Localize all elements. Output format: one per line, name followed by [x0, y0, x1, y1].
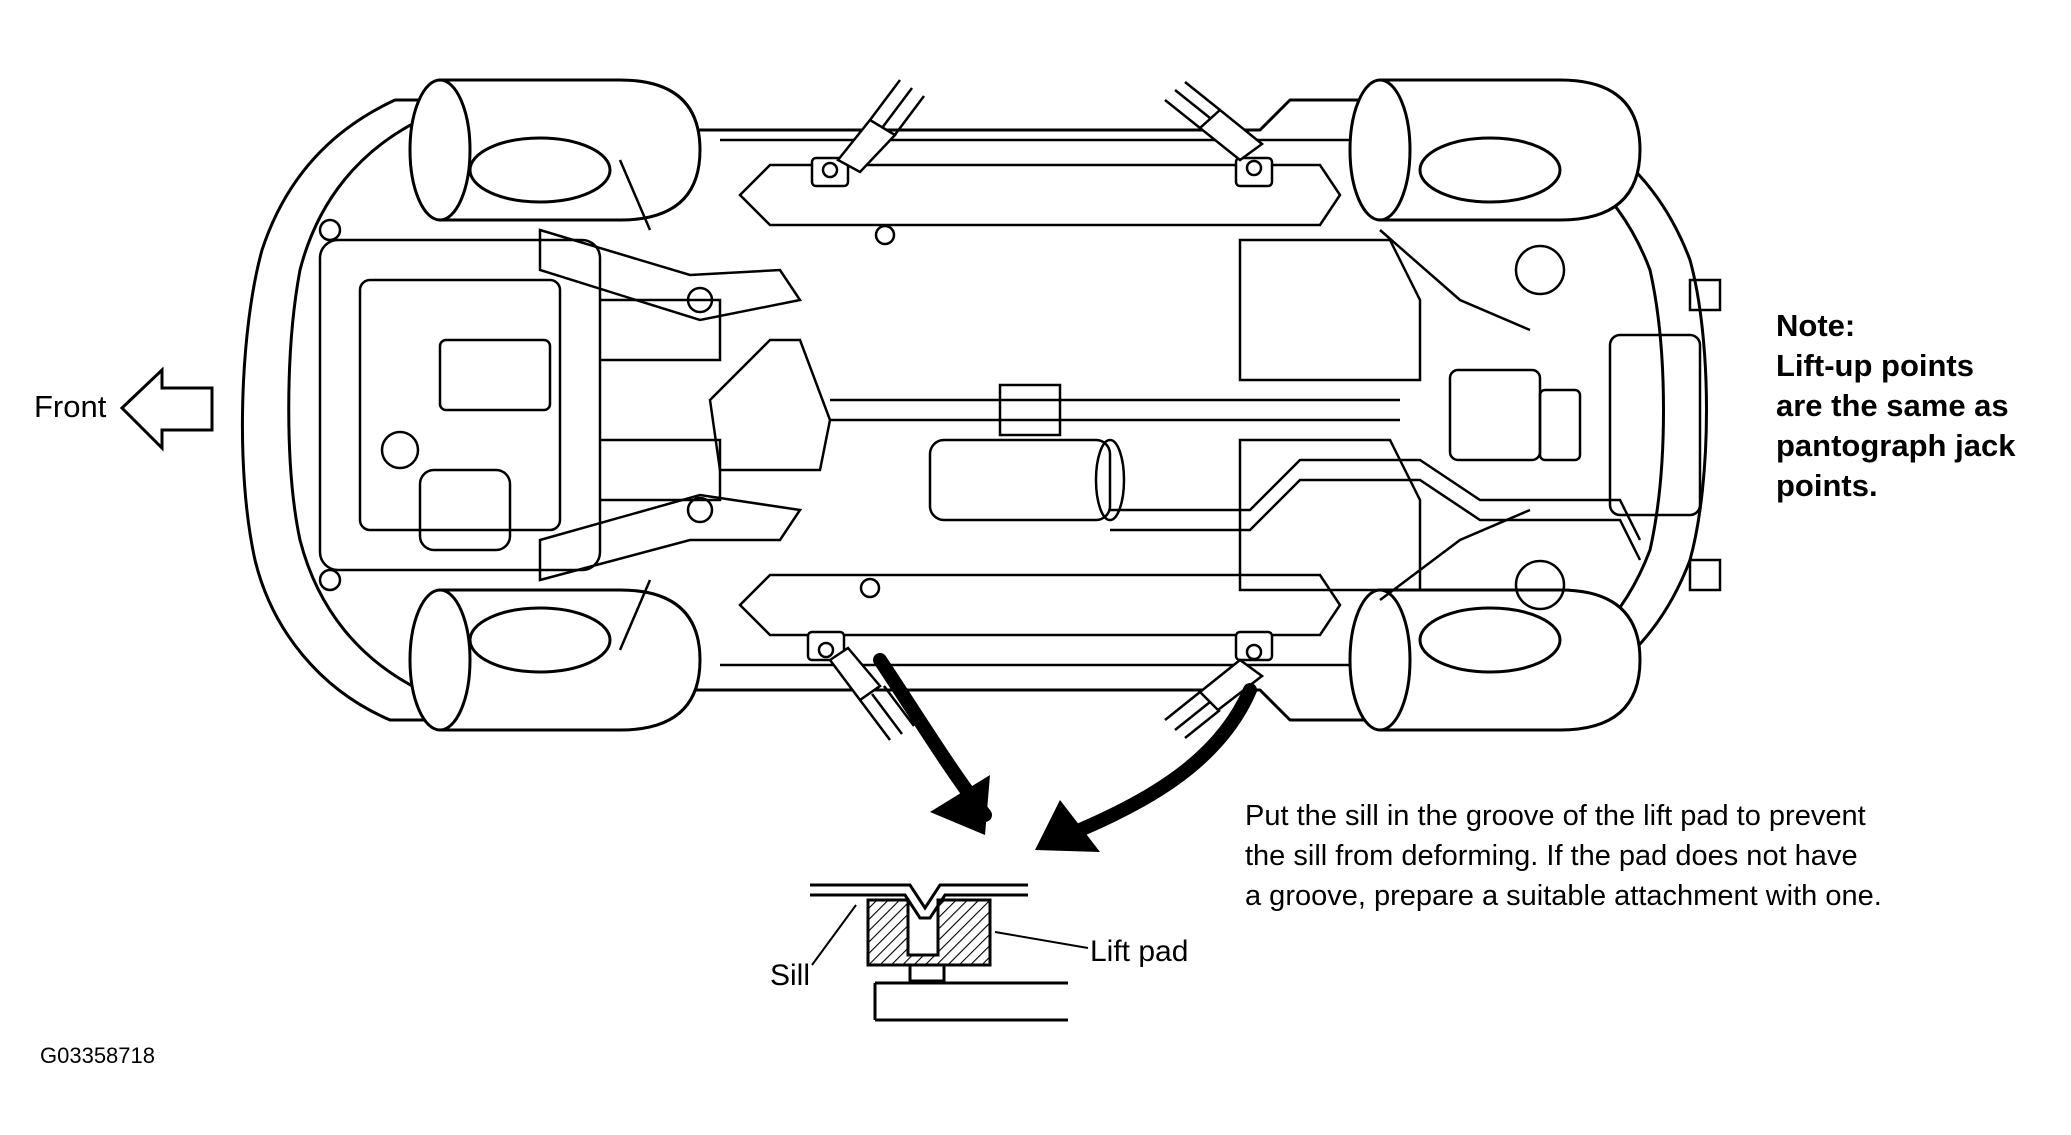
fuel-tank — [859, 224, 1422, 599]
lift-pad — [866, 898, 992, 967]
instruction-line: a groove, prepare a suitable attachment … — [1245, 880, 1882, 912]
front-suspension — [538, 159, 803, 651]
front-right-wheel — [408, 588, 702, 732]
instruction-line: Put the sill in the groove of the lift p… — [1245, 800, 1866, 832]
rear-left-wheel — [1348, 78, 1642, 222]
detail-arrows — [873, 653, 1257, 852]
lift-point-rear-right — [1164, 630, 1274, 739]
note-block: Note: Lift-up points are the same as pan… — [1776, 306, 2015, 506]
lift-point-front-right — [806, 630, 915, 741]
note-line: pantograph jack — [1776, 428, 2016, 463]
lift-pad-label: Lift pad — [1090, 935, 1189, 968]
engine-assembly — [318, 218, 722, 592]
instructions-block: Put the sill in the groove of the lift p… — [1245, 796, 1882, 916]
sill-label: Sill — [770, 959, 811, 992]
exhaust-system — [708, 338, 1642, 561]
figure-id: G03358718 — [40, 1043, 155, 1068]
sill-rails — [720, 138, 1380, 667]
front-arrow-icon — [119, 366, 214, 452]
lift-pad-detail — [810, 883, 1089, 1022]
rear-assembly — [1379, 229, 1722, 611]
lift-point-front-left — [810, 79, 925, 188]
note-line: Lift-up points — [1776, 348, 1974, 383]
rear-right-wheel — [1348, 588, 1642, 732]
instruction-line: the sill from deforming. If the pad does… — [1245, 840, 1858, 872]
front-left-wheel — [408, 78, 702, 222]
front-label: Front — [34, 389, 107, 424]
note-title: Note: — [1776, 308, 1856, 343]
lift-point-rear-left — [1164, 81, 1274, 188]
note-line: are the same as — [1776, 388, 2009, 423]
note-line: points. — [1776, 468, 1878, 503]
